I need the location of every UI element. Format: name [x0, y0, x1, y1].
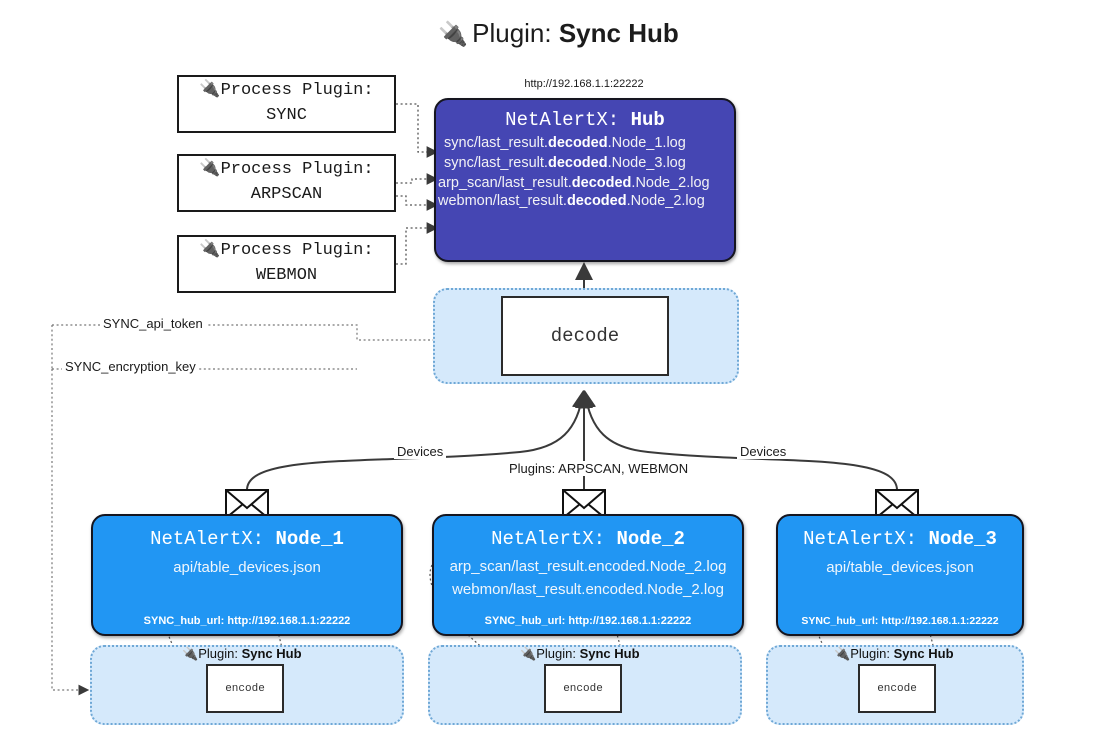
plug-icon: 🔌 [438, 21, 469, 48]
node-2-title: NetAlertX: Node_2 [434, 528, 742, 550]
plug-icon: 🔌 [199, 160, 221, 180]
plugin-band-3-name: Sync Hub [893, 646, 954, 661]
node-3-title: NetAlertX: Node_3 [778, 528, 1022, 550]
hub-row-2-mid: decoded [571, 175, 632, 191]
hub-row-3-post: .Node_2.log [626, 193, 705, 209]
edge-label-center-plugins: Plugins: ARPSCAN, WEBMON [506, 461, 692, 476]
hub-url-label: http://192.168.1.1:22222 [524, 78, 644, 90]
plugin-band-3-prefix: Plugin: [850, 646, 890, 661]
node-2-title-prefix: NetAlertX: [491, 528, 606, 550]
hub-row-0-post: .Node_1.log [607, 135, 686, 151]
node-1-line-0: api/table_devices.json [173, 559, 321, 576]
plug-icon: 🔌 [182, 646, 199, 661]
process-plugin-webmon-line2: WEBMON [255, 266, 318, 285]
hub-row-0-mid: decoded [547, 135, 608, 151]
hub-row-1-post: .Node_3.log [607, 155, 686, 171]
setting-sync-api-token: SYNC_api_token [100, 316, 206, 331]
hub-row-1-mid: decoded [547, 155, 608, 171]
decode-box[interactable]: decode [501, 296, 669, 376]
process-plugin-webmon-line1: Process Plugin: [220, 241, 374, 261]
hub-row-1-pre: sync/last_result. [444, 155, 548, 171]
node-1-title-prefix: NetAlertX: [150, 528, 265, 550]
process-plugin-sync[interactable]: 🔌Process Plugin: SYNC [177, 75, 396, 133]
process-plugin-arpscan-line1: Process Plugin: [220, 160, 374, 180]
hub-row-2: arp_scan/last_result.decoded.Node_2.log [438, 175, 734, 191]
edge-label-left-devices: Devices [394, 444, 447, 459]
hub-box[interactable]: NetAlertX: Hub sync/last_result.decoded.… [434, 98, 736, 262]
plugin-band-1-label: 🔌Plugin: Sync Hub [182, 646, 302, 662]
plug-icon: 🔌 [834, 646, 851, 661]
hub-row-3: webmon/last_result.decoded.Node_2.log [438, 193, 734, 209]
edge-label-left-devices-text: Devices [397, 444, 444, 459]
plugin-band-1-name: Sync Hub [241, 646, 302, 661]
setting-sync-encryption-key: SYNC_encryption_key [62, 359, 199, 374]
node-2-line-1: webmon/last_result.encoded.Node_2.log [452, 581, 724, 598]
hub-row-1: sync/last_result.decoded.Node_3.log [444, 155, 734, 171]
edge-label-right-devices: Devices [737, 444, 790, 459]
encode-box-3[interactable]: encode [858, 664, 936, 713]
encode-box-1-label: encode [225, 682, 265, 695]
node-3-title-prefix: NetAlertX: [803, 528, 918, 550]
plugin-band-2-prefix: Plugin: [536, 646, 576, 661]
decode-label: decode [550, 325, 620, 347]
plugin-band-2-label: 🔌Plugin: Sync Hub [520, 646, 640, 662]
node-2-footer: SYNC_hub_url: http://192.168.1.1:22222 [484, 615, 692, 627]
page-title-name: Sync Hub [558, 18, 679, 48]
node-2-title-name: Node_2 [616, 528, 685, 550]
hub-title-prefix: NetAlertX: [505, 109, 620, 131]
encode-box-3-label: encode [877, 682, 917, 695]
plug-icon: 🔌 [520, 646, 537, 661]
node-3-footer: SYNC_hub_url: http://192.168.1.1:22222 [801, 615, 999, 627]
plug-icon: 🔌 [199, 241, 221, 261]
page-title: 🔌Plugin: Sync Hub [0, 18, 1117, 49]
hub-row-0: sync/last_result.decoded.Node_1.log [444, 135, 734, 151]
plugin-band-3-label: 🔌Plugin: Sync Hub [834, 646, 954, 662]
edge-label-center-plugins-text: Plugins: ARPSCAN, WEBMON [509, 461, 689, 476]
page-title-prefix: Plugin: [472, 18, 552, 48]
setting-sync-encryption-key-label: SYNC_encryption_key [65, 359, 196, 374]
node-1-title-name: Node_1 [275, 528, 344, 550]
node-1-footer: SYNC_hub_url: http://192.168.1.1:22222 [143, 615, 351, 627]
setting-sync-api-token-label: SYNC_api_token [103, 316, 203, 331]
process-plugin-arpscan[interactable]: 🔌Process Plugin: ARPSCAN [177, 154, 396, 212]
node-1-title: NetAlertX: Node_1 [93, 528, 401, 550]
process-plugin-sync-line1: Process Plugin: [220, 81, 374, 101]
process-plugin-arpscan-line2: ARPSCAN [250, 185, 323, 204]
process-plugin-sync-line2: SYNC [266, 106, 307, 125]
node-3-box[interactable]: NetAlertX: Node_3 api/table_devices.json… [776, 514, 1024, 636]
hub-title-name: Hub [630, 109, 665, 131]
edge-label-right-devices-text: Devices [740, 444, 787, 459]
plug-icon: 🔌 [199, 81, 221, 101]
hub-row-3-pre: webmon/last_result. [438, 193, 567, 209]
node-3-line-0: api/table_devices.json [826, 559, 974, 576]
node-1-box[interactable]: NetAlertX: Node_1 api/table_devices.json… [91, 514, 403, 636]
plugin-band-1-prefix: Plugin: [198, 646, 238, 661]
encode-box-2[interactable]: encode [544, 664, 622, 713]
hub-row-0-pre: sync/last_result. [444, 135, 548, 151]
node-3-title-name: Node_3 [928, 528, 997, 550]
node-2-line-0: arp_scan/last_result.encoded.Node_2.log [449, 558, 727, 575]
hub-row-3-mid: decoded [566, 193, 627, 209]
hub-row-2-post: .Node_2.log [631, 175, 710, 191]
plugin-band-2-name: Sync Hub [579, 646, 640, 661]
hub-row-2-pre: arp_scan/last_result. [438, 175, 572, 191]
process-plugin-webmon[interactable]: 🔌Process Plugin: WEBMON [177, 235, 396, 293]
encode-box-1[interactable]: encode [206, 664, 284, 713]
node-2-box[interactable]: NetAlertX: Node_2 arp_scan/last_result.e… [432, 514, 744, 636]
encode-box-2-label: encode [563, 682, 603, 695]
hub-title: NetAlertX: Hub [436, 109, 734, 131]
